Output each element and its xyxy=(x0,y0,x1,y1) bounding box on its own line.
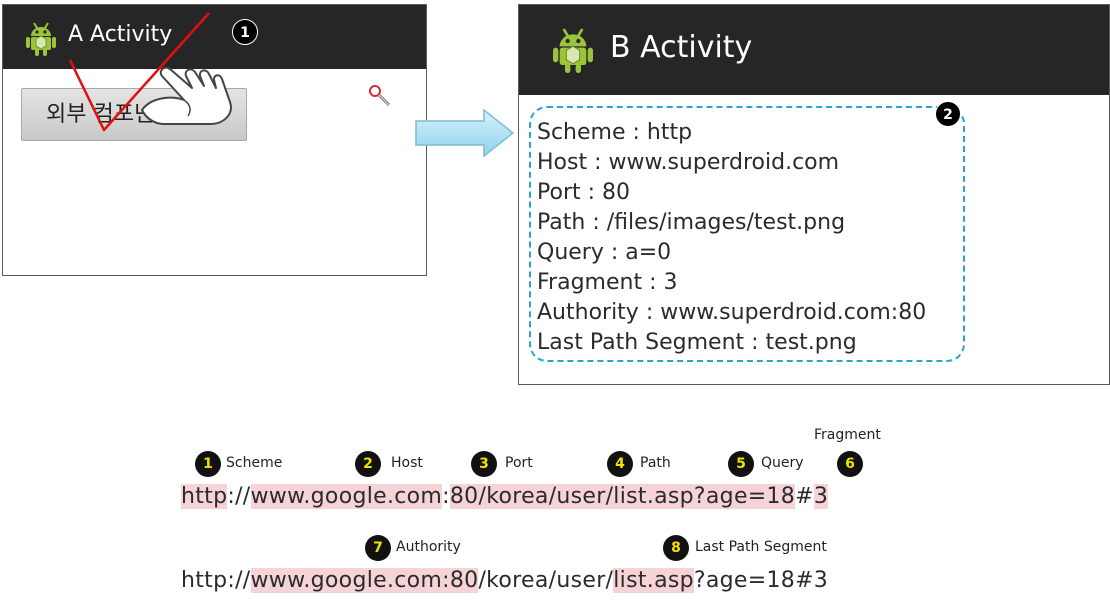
url2-suffix: ?age=18#3 xyxy=(693,568,829,593)
activity-b-title: B Activity xyxy=(610,30,753,65)
run-external-component-button[interactable]: 외부 컴포넌트 실행 xyxy=(21,88,247,141)
url-example-segments: http://www.google.com:80/korea/user/list… xyxy=(181,484,829,509)
uri-info-box xyxy=(529,106,965,362)
activity-a-screen: A Activity 외부 컴포넌트 실행 xyxy=(2,4,427,276)
url-path: /korea/user/list.asp xyxy=(478,484,694,509)
activity-b-screen: B Activity 2 Scheme : http Host : www.su… xyxy=(518,4,1110,385)
url2-prefix: http:// xyxy=(181,568,251,593)
url-port: 80 xyxy=(449,484,479,509)
uri-authority-line: Authority : www.superdroid.com:80 xyxy=(537,300,927,325)
uri-fragment-line: Fragment : 3 xyxy=(537,270,678,295)
badge-path: 4 xyxy=(607,451,633,477)
uri-path-line: Path : /files/images/test.png xyxy=(537,210,846,235)
step-badge-1: 1 xyxy=(232,19,258,45)
badge-query: 5 xyxy=(728,451,754,477)
uri-last-path-segment-line: Last Path Segment : test.png xyxy=(537,330,857,355)
badge-fragment: 6 xyxy=(837,451,863,477)
url2-last-segment: list.asp xyxy=(613,568,694,593)
uri-info-list: Scheme : http Host : www.superdroid.com … xyxy=(537,118,926,358)
url-hash: # xyxy=(795,484,814,509)
label-path: Path xyxy=(640,455,671,471)
url2-middle-path: /korea/user/ xyxy=(478,568,614,593)
url-example-authority: http://www.google.com:80/korea/user/list… xyxy=(181,568,828,593)
badge-authority: 7 xyxy=(365,535,391,561)
right-arrow-icon xyxy=(415,108,515,158)
badge-port: 3 xyxy=(471,451,497,477)
badge-scheme: 1 xyxy=(195,451,221,477)
url-separator-scheme: :// xyxy=(227,484,251,509)
android-logo-icon xyxy=(26,22,56,56)
url-scheme: http xyxy=(181,484,228,509)
activity-a-title: A Activity xyxy=(68,22,173,47)
url-separator-port: : xyxy=(442,484,450,509)
label-host: Host xyxy=(391,455,423,471)
step-badge-2: 2 xyxy=(935,101,961,127)
uri-query-line: Query : a=0 xyxy=(537,240,672,265)
activity-b-titlebar: B Activity xyxy=(519,5,1109,95)
label-fragment: Fragment xyxy=(814,427,881,443)
label-last-path-segment: Last Path Segment xyxy=(695,539,827,555)
badge-host: 2 xyxy=(355,451,381,477)
android-logo-icon xyxy=(553,28,593,73)
url2-authority: www.google.com:80 xyxy=(250,568,479,593)
activity-a-titlebar: A Activity xyxy=(3,5,426,69)
uri-host-line: Host : www.superdroid.com xyxy=(537,150,840,175)
label-query: Query xyxy=(761,455,804,471)
url-query: ?age=18 xyxy=(693,484,796,509)
label-scheme: Scheme xyxy=(226,455,283,471)
url-fragment: 3 xyxy=(813,484,829,509)
url-host: www.google.com xyxy=(250,484,443,509)
badge-last-path-segment: 8 xyxy=(663,535,689,561)
label-port: Port xyxy=(505,455,533,471)
uri-scheme-line: Scheme : http xyxy=(537,120,693,145)
magnifier-cursor-icon xyxy=(369,85,391,107)
label-authority: Authority xyxy=(396,539,461,555)
uri-port-line: Port : 80 xyxy=(537,180,631,205)
